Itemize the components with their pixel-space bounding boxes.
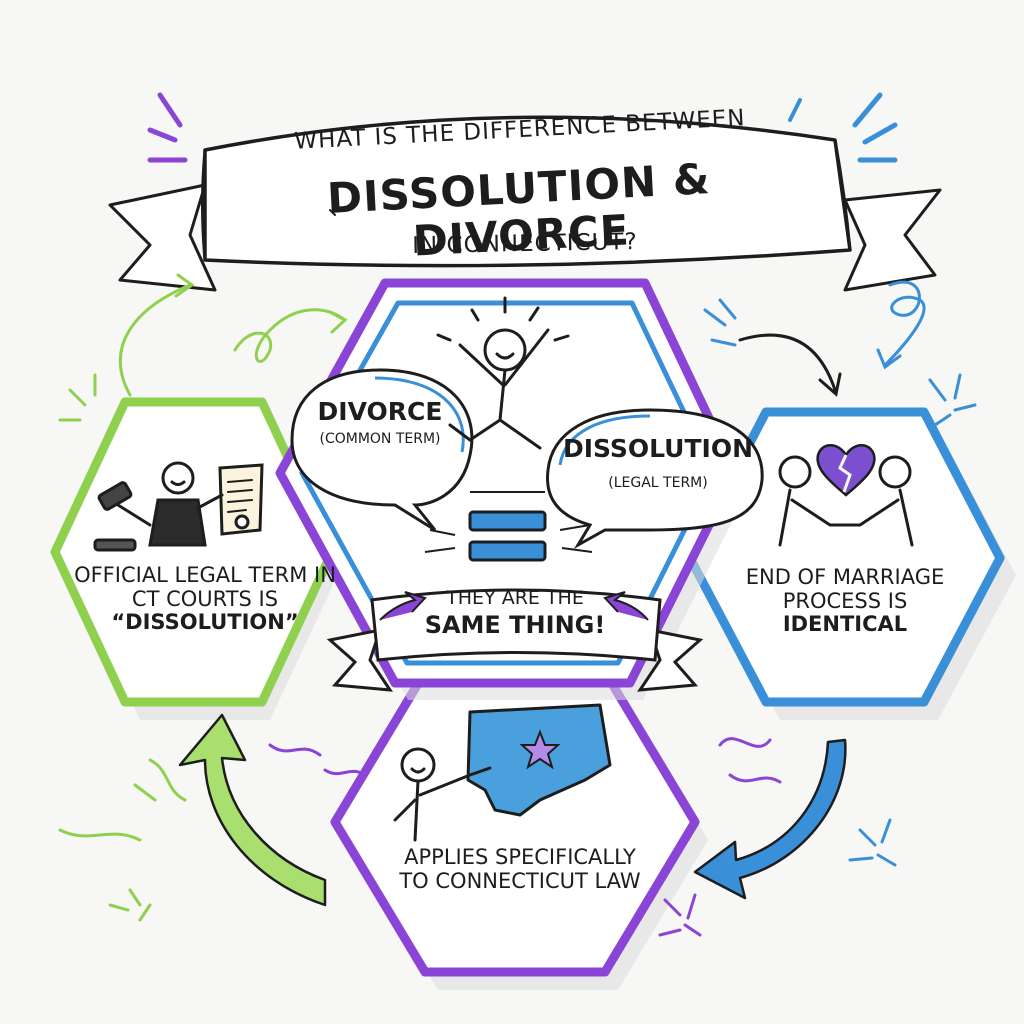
left-hex-emphasis: “Dissolution”	[111, 610, 299, 635]
right-hex-text: End of marriage process is identical	[735, 565, 955, 637]
arrow-icon-black-top-right	[738, 333, 842, 397]
title-ribbon	[108, 115, 942, 292]
left-hex-text: Official legal term in CT courts is “Dis…	[60, 563, 350, 635]
pointing-person-figure	[393, 747, 492, 842]
dissolution-term-label: Dissolution	[562, 434, 754, 463]
banner-text-line1: They are the	[446, 587, 584, 609]
dissolution-term-note: (Legal term)	[608, 475, 708, 491]
arrow-icon-green-bottom	[178, 713, 327, 907]
left-hex-body: Official legal term in CT courts is	[74, 563, 336, 611]
right-hex-body: End of marriage process is	[745, 565, 945, 613]
arrow-icon-green-top	[118, 273, 348, 397]
same-thing-banner	[326, 588, 704, 692]
dissolution-speech-bubble	[546, 408, 764, 550]
judge-gavel-illustration	[93, 461, 264, 552]
divorce-term-note: (Common term)	[319, 431, 441, 447]
broken-heart-icon	[816, 444, 876, 497]
arrow-icon-blue-bottom	[693, 738, 847, 900]
right-hex-emphasis: identical	[782, 612, 908, 637]
connecticut-map-icon	[466, 703, 612, 817]
divorce-speech-bubble	[290, 368, 474, 532]
handshake-illustration	[778, 455, 914, 547]
decorative-sparks	[58, 92, 977, 937]
bottom-hex-text: Applies specifically to Connecticut law	[399, 845, 641, 893]
equals-sign	[424, 491, 593, 562]
right-hexagon	[685, 407, 1016, 720]
divorce-term-label: Divorce	[317, 397, 443, 426]
jumping-person-figure	[436, 296, 570, 450]
banner-text-line2: same thing!	[424, 611, 606, 639]
arrow-icon-blue-right	[876, 280, 926, 370]
